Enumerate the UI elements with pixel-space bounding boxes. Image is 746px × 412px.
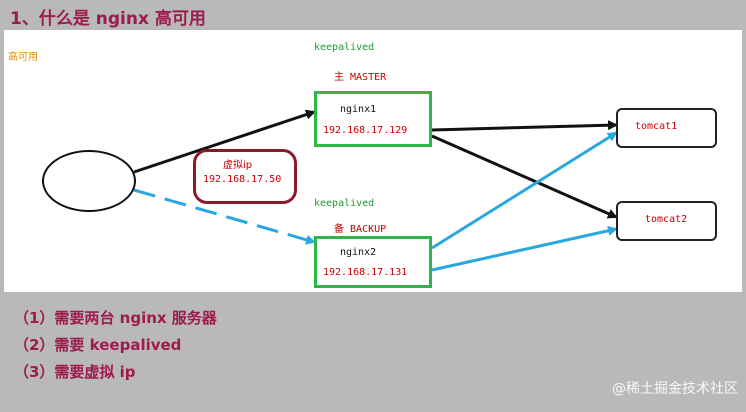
tomcat1-node: tomcat1 xyxy=(616,108,717,148)
tomcat2-node: tomcat2 xyxy=(616,201,717,241)
master-node: nginx1 192.168.17.129 xyxy=(314,91,432,147)
arrow-master-to-tomcat1 xyxy=(431,120,618,132)
master-role-label: 主 MASTER xyxy=(334,72,387,83)
backup-role-label: 备 BACKUP xyxy=(334,224,387,235)
backup-node-ip: 192.168.17.131 xyxy=(323,267,408,278)
vip-node: 虚拟ip 192.168.17.50 xyxy=(193,149,297,204)
ha-corner-label: 高可用 xyxy=(8,52,38,63)
list-item: （2）需要 keepalived xyxy=(14,336,182,354)
backup-keepalived-label: keepalived xyxy=(314,198,375,209)
watermark: @稀土掘金技术社区 xyxy=(612,381,738,397)
backup-node-name: nginx2 xyxy=(340,247,377,258)
vip-ip: 192.168.17.50 xyxy=(203,174,282,185)
tomcat1-label: tomcat1 xyxy=(635,121,678,132)
list-item: （3）需要虚拟 ip xyxy=(14,363,136,381)
page-title: 1、什么是 nginx 高可用 xyxy=(10,9,206,29)
arrow-client-to-master xyxy=(133,109,316,174)
master-node-ip: 192.168.17.129 xyxy=(323,125,408,136)
arrow-master-to-tomcat2 xyxy=(431,134,618,219)
master-keepalived-label: keepalived xyxy=(314,42,375,53)
diagram-connections xyxy=(133,109,618,272)
backup-node: nginx2 192.168.17.131 xyxy=(314,236,432,288)
ha-diagram: 高可用 keepalived 主 MASTER nginx1 192.168.1… xyxy=(4,30,742,292)
vip-label: 虚拟ip xyxy=(223,160,253,171)
arrow-backup-to-tomcat2 xyxy=(431,225,618,272)
tomcat2-label: tomcat2 xyxy=(645,214,688,225)
arrow-backup-to-tomcat1 xyxy=(431,131,618,250)
client-node xyxy=(42,150,136,212)
list-item: （1）需要两台 nginx 服务器 xyxy=(14,309,217,327)
master-node-name: nginx1 xyxy=(340,104,377,115)
